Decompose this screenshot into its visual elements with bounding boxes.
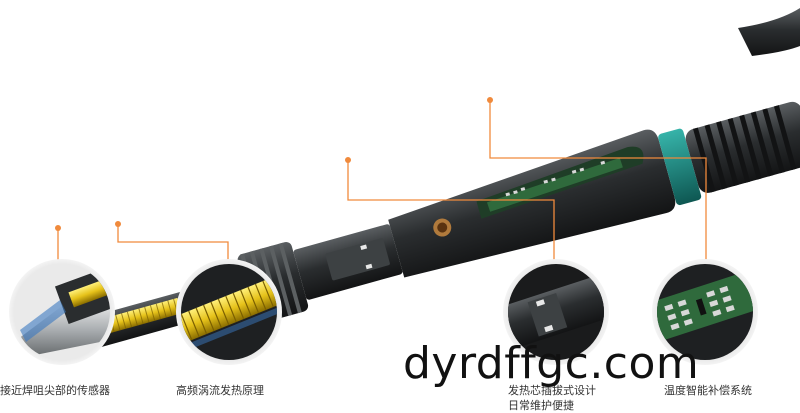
- callout-plug-label-line1: 发热芯插拔式设计: [508, 384, 596, 397]
- callout-sensor-label: 接近焊咀尖部的传感器: [0, 384, 110, 397]
- callout-plug-label-line2: 日常维护便捷: [508, 399, 574, 412]
- detail-circle-pcb: [652, 259, 758, 365]
- detail-circle-sensor: [9, 259, 115, 365]
- detail-circle-coil: [176, 259, 282, 365]
- callout-pcb-label: 温度智能补偿系统: [664, 384, 752, 397]
- cable: [738, 8, 800, 56]
- detail-circle-plug: [503, 259, 609, 365]
- leader-dots: [55, 97, 493, 231]
- callout-coil-label: 高频涡流发热原理: [176, 384, 264, 397]
- watermark: dyrdffgc.com: [403, 338, 700, 389]
- leader-lines: [57, 100, 707, 262]
